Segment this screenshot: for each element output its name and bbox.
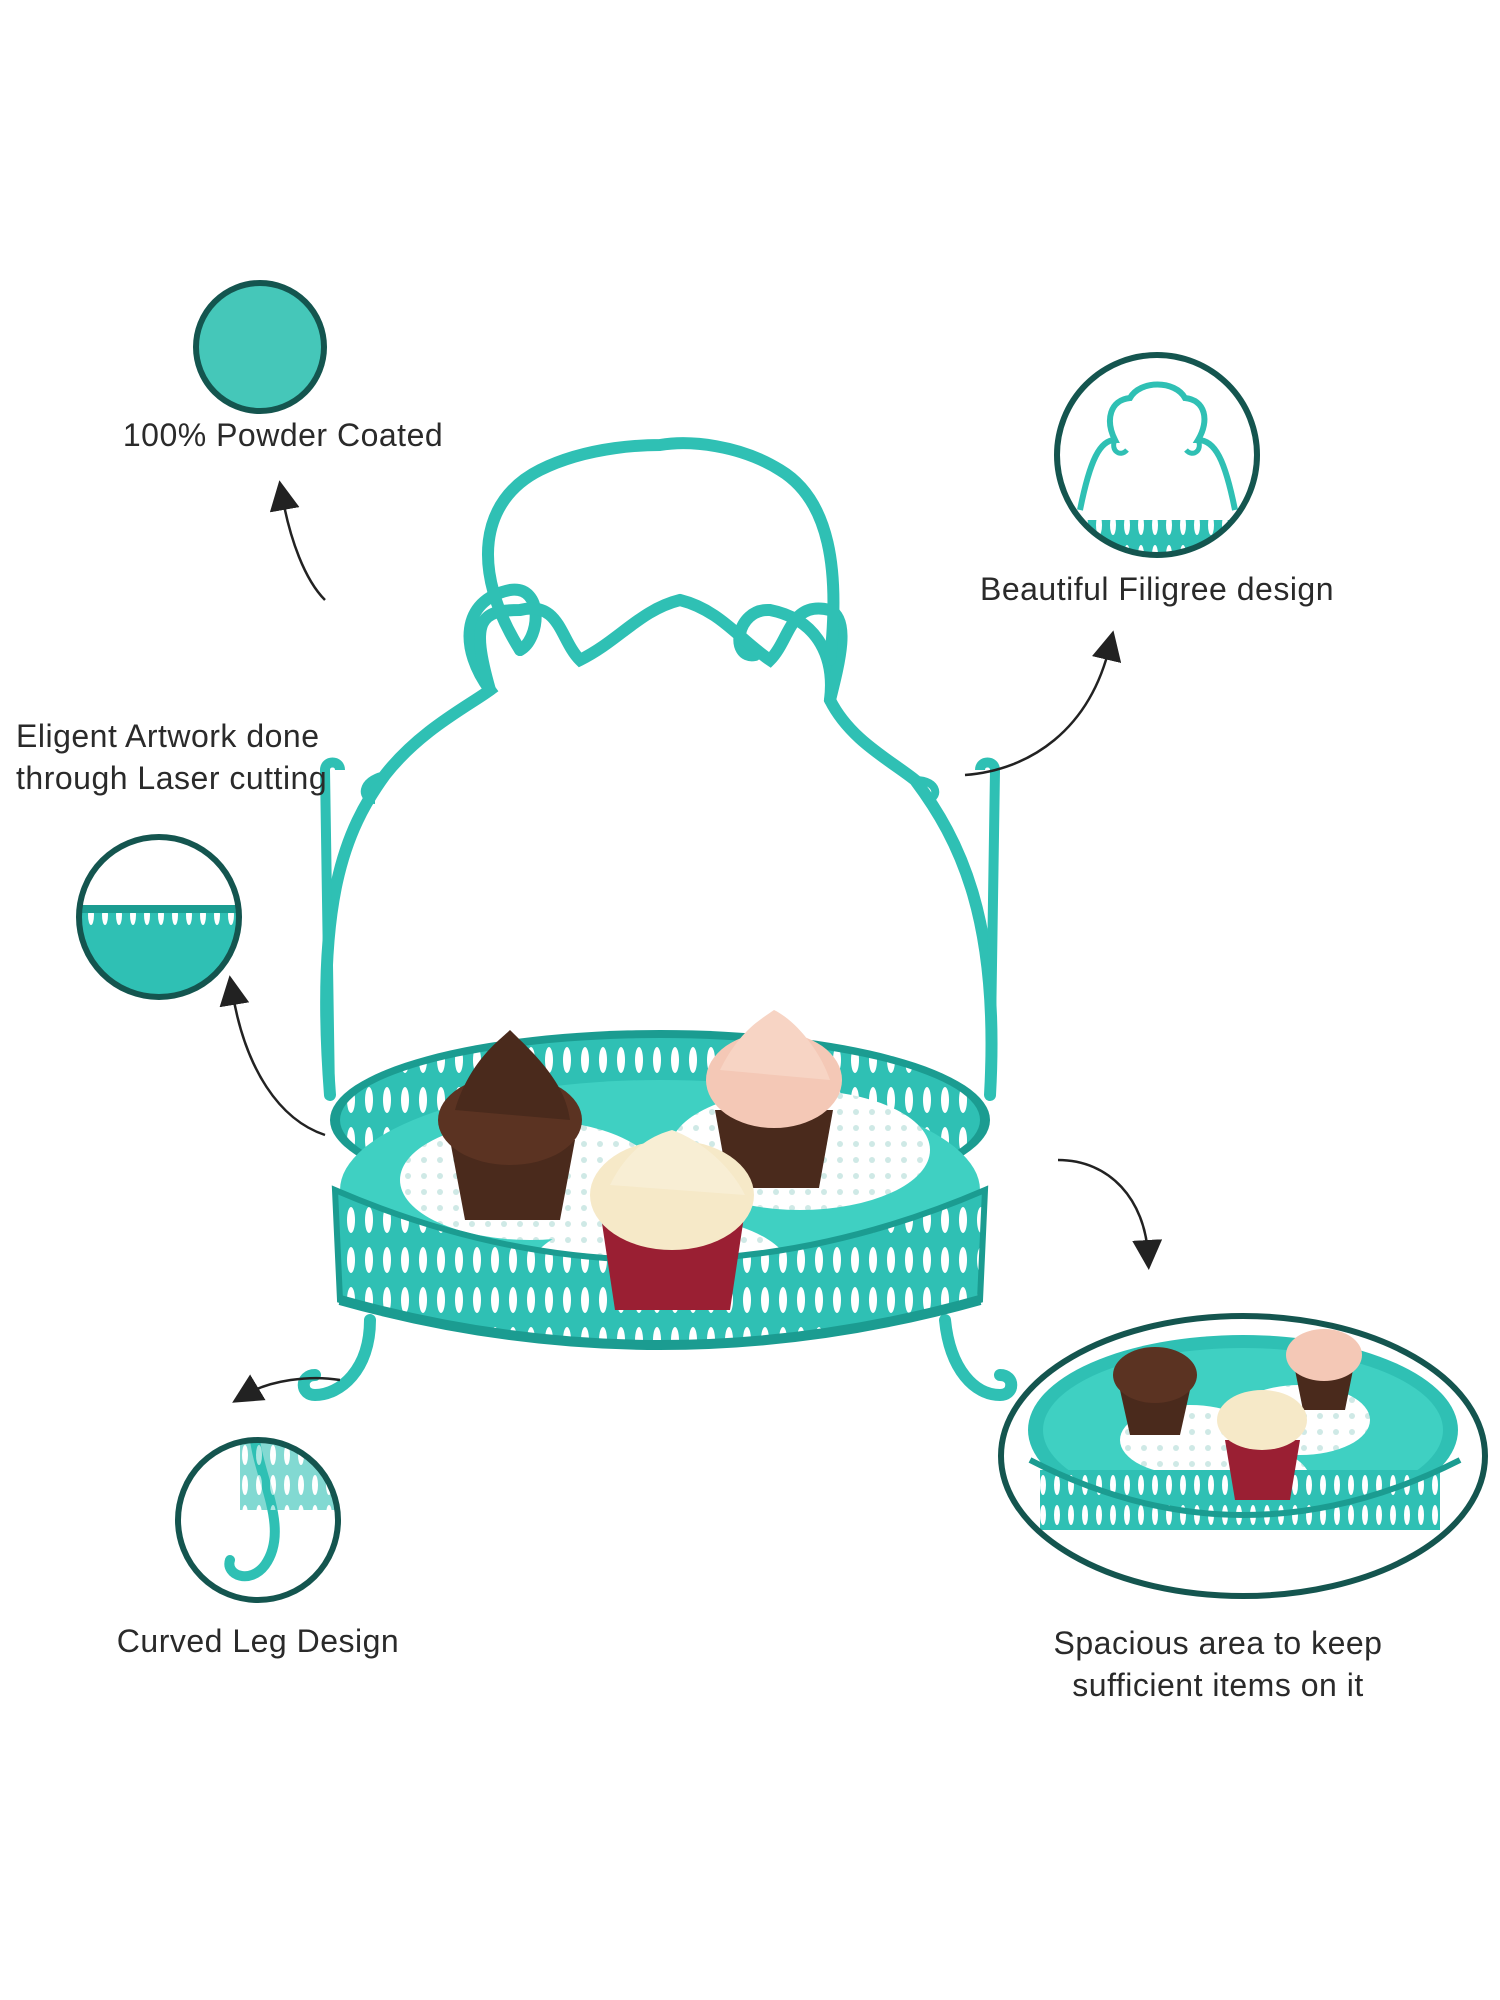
cake-stand: [297, 437, 1018, 1402]
spacious-area-label: Spacious area to keep sufficient items o…: [1054, 1622, 1383, 1706]
filigree-zoom-icon: [1054, 352, 1260, 558]
spacious-area-line-2: sufficient items on it: [1072, 1667, 1364, 1703]
tray-zoom-icon: [998, 1313, 1488, 1599]
laser-artwork-label: Eligent Artwork done through Laser cutti…: [16, 715, 327, 799]
filigree-label: Beautiful Filigree design: [979, 571, 1335, 607]
curved-leg-zoom-icon: [175, 1437, 341, 1603]
curved-leg-label: Curved Leg Design: [116, 1623, 400, 1659]
laser-cut-zoom-icon: [76, 834, 242, 1000]
laser-artwork-line-1: Eligent Artwork done: [16, 718, 320, 754]
laser-artwork-line-2: through Laser cutting: [16, 760, 328, 796]
chocolate-cupcake: [438, 1030, 582, 1220]
powder-swatch-icon: [193, 280, 327, 414]
arrow-icon: [219, 480, 1163, 1403]
powder-coated-label: 100% Powder Coated: [122, 417, 444, 453]
pink-cupcake: [706, 1010, 842, 1188]
red-velvet-cupcake: [590, 1130, 754, 1310]
spacious-area-line-1: Spacious area to keep: [1053, 1625, 1383, 1661]
